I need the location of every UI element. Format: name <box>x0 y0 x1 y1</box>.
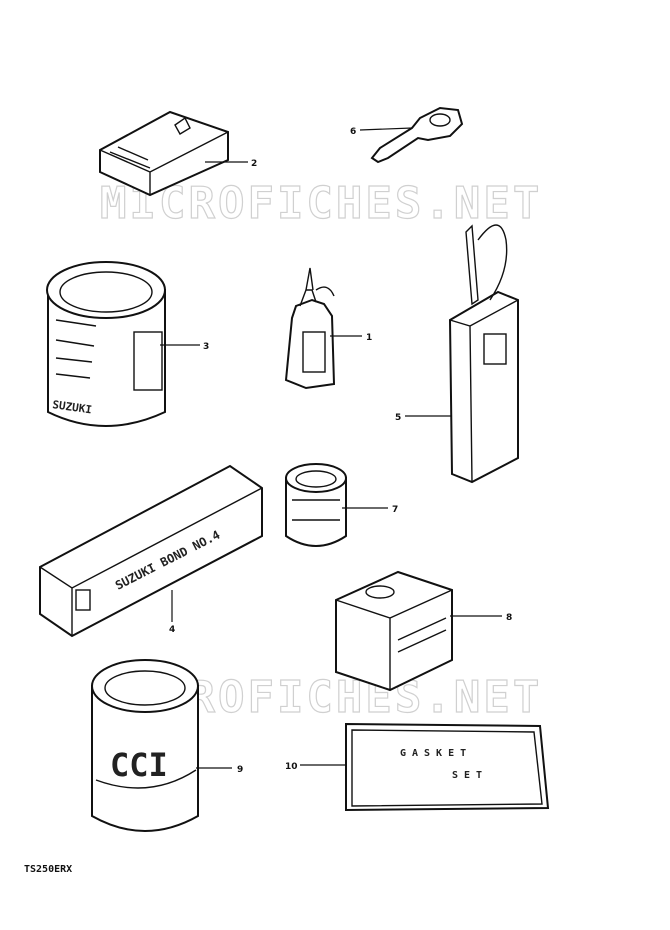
part-10-text-2: SET <box>452 770 488 781</box>
watermark-top: MICROFICHES.NET <box>100 178 542 229</box>
callout-6: 6 <box>350 127 356 137</box>
part-5-pouch <box>405 224 519 484</box>
part-1-bottle <box>284 267 362 390</box>
callout-2: 2 <box>251 159 257 169</box>
callout-1: 1 <box>366 333 372 343</box>
part-7-tin <box>285 463 388 547</box>
part-10-text-1: GASKET <box>400 748 472 759</box>
part-4-bond-box: SUZUKI BOND NO.4 <box>39 464 263 638</box>
callout-8: 8 <box>506 613 512 623</box>
part-2-box <box>99 110 248 197</box>
callout-9: 9 <box>237 765 243 775</box>
part-8-oil-can <box>335 570 502 692</box>
callout-7: 7 <box>392 505 398 515</box>
part-3-can: SUZUKI <box>46 261 200 427</box>
callout-10: 10 <box>285 762 298 772</box>
callout-4: 4 <box>169 625 175 635</box>
part-10-gasket-set: GASKET SET <box>300 722 550 812</box>
callout-5: 5 <box>395 413 401 423</box>
part-6-key <box>359 106 464 164</box>
part-9-brand-text: CCI <box>110 746 168 784</box>
diagram-code: TS250ERX <box>24 864 72 875</box>
part-9-cci-can: CCI <box>91 659 232 832</box>
part-3-label-text: SUZUKI <box>52 398 93 416</box>
callout-3: 3 <box>203 342 209 352</box>
